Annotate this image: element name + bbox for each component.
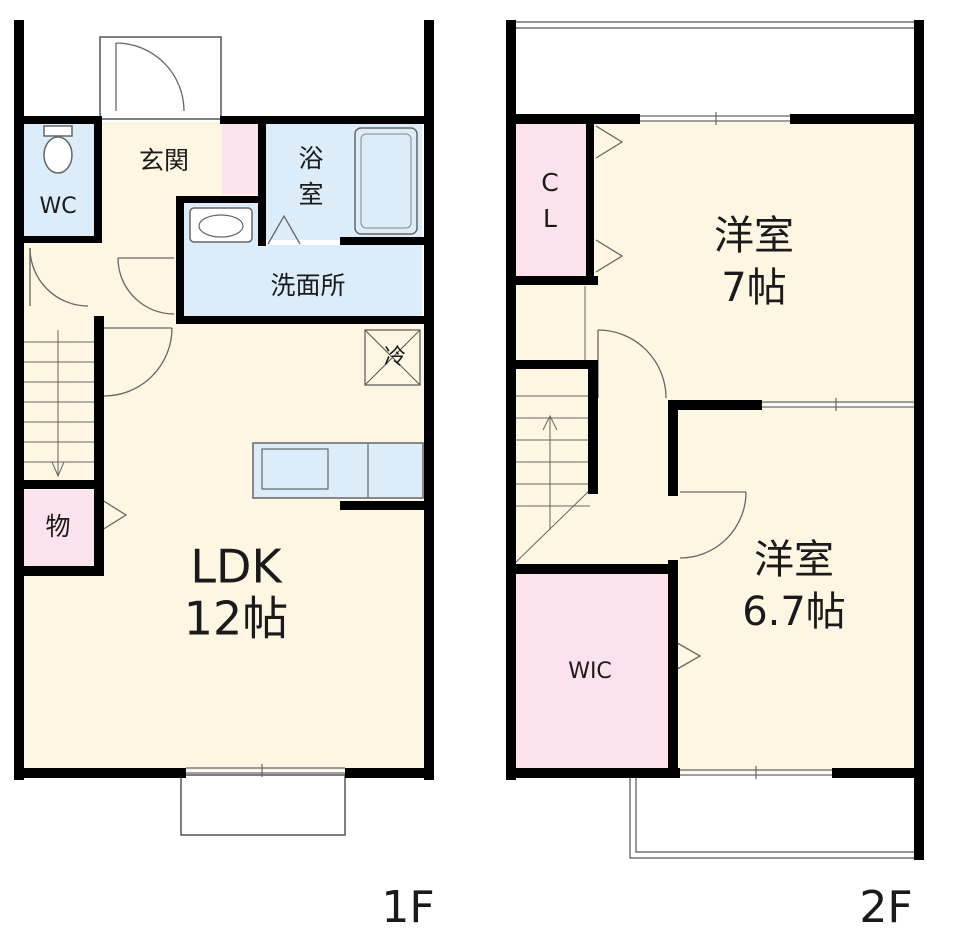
storage-room-1f xyxy=(22,490,100,568)
room2-2f xyxy=(676,408,916,772)
floor-1f: WC 玄関 浴 室 洗面所 冷 物 LDK 12帖 1F xyxy=(14,20,435,933)
entrance-porch xyxy=(99,36,222,120)
ldk-size-label: 12帖 xyxy=(184,592,289,646)
walls-1f xyxy=(14,20,434,780)
bath-label-line1: 浴 xyxy=(298,144,323,173)
toilet-bowl xyxy=(43,136,73,174)
stair-area-1f xyxy=(22,322,100,484)
washbasin-bowl xyxy=(198,214,244,238)
senmen-label: 洗面所 xyxy=(270,271,345,300)
bathtub xyxy=(354,127,418,235)
floor-2f: C L 洋室 7帖 洋室 6.7帖 WIC 2F xyxy=(506,20,924,933)
balcony-1f xyxy=(180,774,346,836)
room2-name-label: 洋室 xyxy=(754,537,834,583)
genkan-shoebox xyxy=(222,122,260,194)
hall-area xyxy=(22,240,182,322)
fridge-cross-b xyxy=(364,329,421,386)
toilet-tank xyxy=(43,125,73,137)
stairs-1f xyxy=(22,330,96,478)
room2-size-label: 6.7帖 xyxy=(742,589,846,635)
room1-size-label: 7帖 xyxy=(721,265,786,311)
walls-2f xyxy=(506,20,924,860)
fridge-label: 冷 xyxy=(384,345,406,370)
bath-label-line2: 室 xyxy=(298,180,323,209)
storage-label-1f: 物 xyxy=(45,512,70,541)
closet-2f xyxy=(514,122,590,278)
senmen-room xyxy=(182,245,422,317)
bathtub-inner xyxy=(360,133,412,229)
windows-2f xyxy=(640,112,914,779)
floor-label-2f: 2F xyxy=(859,882,912,933)
wc-label-1f: WC xyxy=(39,194,76,219)
room1-name-label: 洋室 xyxy=(714,213,794,259)
balcony-2f-bottom xyxy=(629,778,914,859)
kitchen-sink xyxy=(261,448,329,490)
balcony-2f-bottom-inner xyxy=(635,778,914,853)
floor-label-1f: 1F xyxy=(381,882,434,933)
genkan-label: 玄関 xyxy=(139,146,189,175)
ldk-name-label: LDK xyxy=(190,540,283,594)
closet-label-line1: C xyxy=(541,168,558,197)
wic-room xyxy=(514,574,670,770)
door-swings-1f xyxy=(29,42,301,531)
closet-label-line2: L xyxy=(543,204,557,233)
wic-label: WIC xyxy=(568,659,612,684)
stairs-2f xyxy=(515,395,591,563)
